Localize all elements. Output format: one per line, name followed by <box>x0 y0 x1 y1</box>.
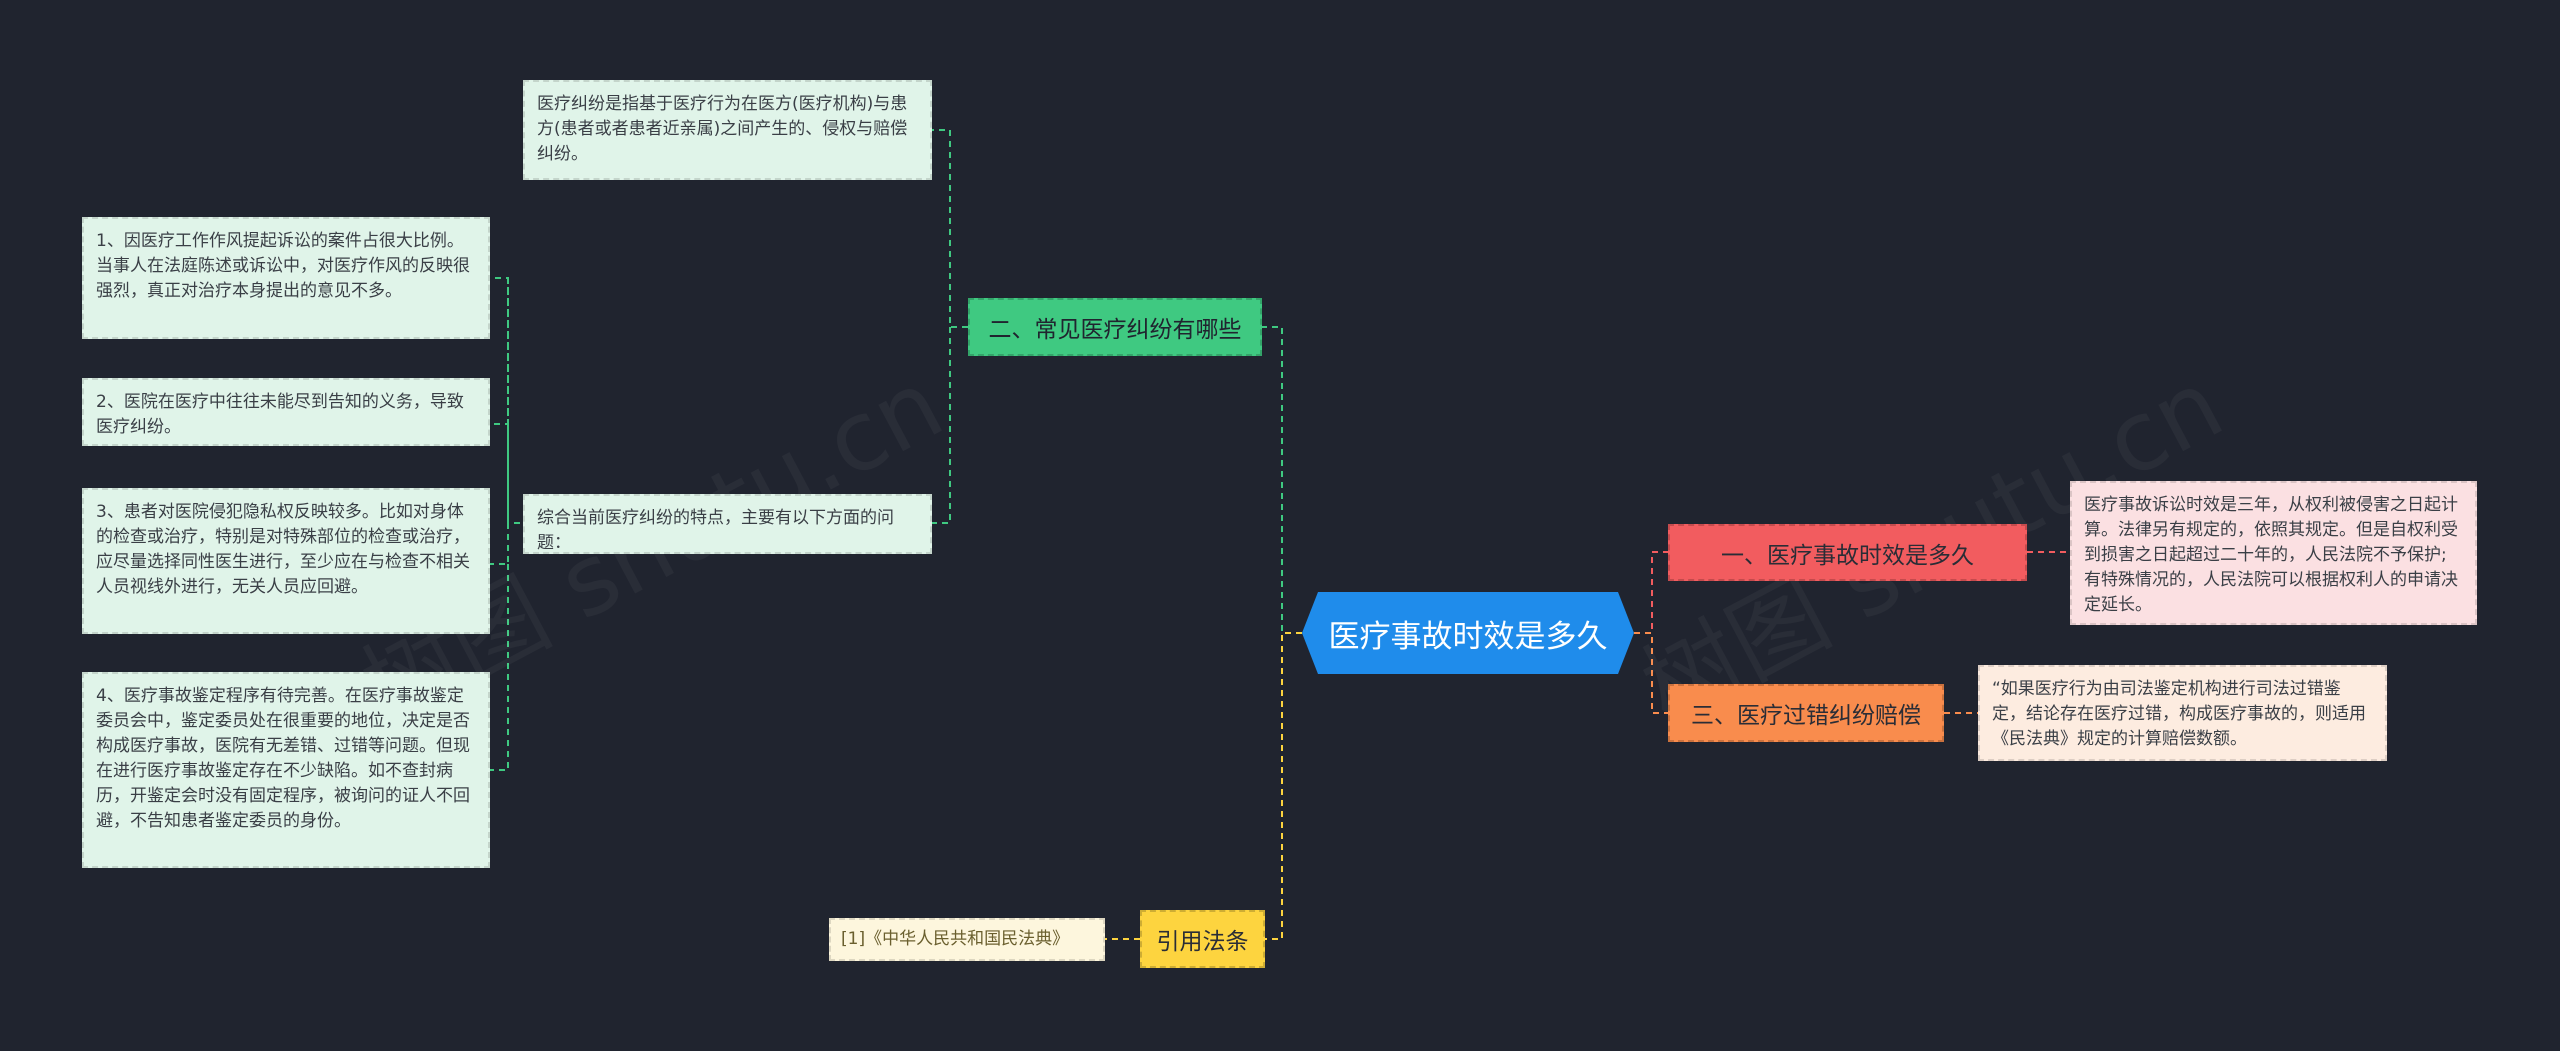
branch-cited-laws[interactable]: 引用法条 <box>1140 910 1265 968</box>
branch-time-limit[interactable]: 一、医疗事故时效是多久 <box>1668 524 2027 581</box>
cited-law-item: [1]《中华人民共和国民法典》 <box>829 918 1105 961</box>
feature-item-1: 1、因医疗工作作风提起诉讼的案件占很大比例。当事人在法庭陈述或诉讼中，对医疗作风… <box>82 217 490 339</box>
root-topic-shape <box>1302 592 1634 674</box>
root-topic-label: 医疗事故时效是多久 <box>1328 618 1608 655</box>
root-topic[interactable]: 医疗事故时效是多久 <box>1302 592 1634 674</box>
compensation-detail: “如果医疗行为由司法鉴定机构进行司法过错鉴定，结论存在医疗过错，构成医疗事故的，… <box>1978 665 2387 761</box>
time-limit-detail: 医疗事故诉讼时效是三年，从权利被侵害之日起计算。法律另有规定的，依照其规定。但是… <box>2070 481 2477 625</box>
branch-compensation[interactable]: 三、医疗过错纠纷赔偿 <box>1668 684 1944 742</box>
branch-common-disputes[interactable]: 二、常见医疗纠纷有哪些 <box>968 298 1262 356</box>
feature-item-2: 2、医院在医疗中往往未能尽到告知的义务，导致医疗纠纷。 <box>82 378 490 446</box>
feature-item-4: 4、医疗事故鉴定程序有待完善。在医疗事故鉴定委员会中，鉴定委员处在很重要的地位，… <box>82 672 490 868</box>
features-intro-note: 综合当前医疗纠纷的特点，主要有以下方面的问题： <box>523 494 932 554</box>
definition-note: 医疗纠纷是指基于医疗行为在医方(医疗机构)与患方(患者或者患者近亲属)之间产生的… <box>523 80 932 180</box>
feature-item-3: 3、患者对医院侵犯隐私权反映较多。比如对身体的检查或治疗，特别是对特殊部位的检查… <box>82 488 490 634</box>
